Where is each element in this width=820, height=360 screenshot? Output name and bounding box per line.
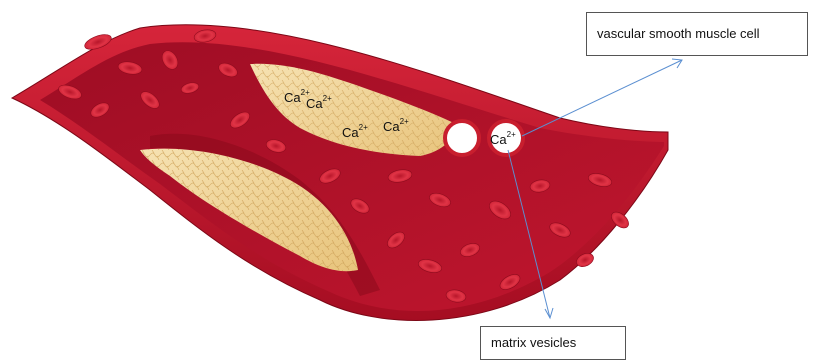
vascular-smooth-muscle-cell-label: vascular smooth muscle cell — [586, 12, 808, 56]
arrow-to-vsmc-label — [522, 59, 682, 136]
ion-symbol: Ca — [383, 119, 400, 134]
matrix-vesicles-label-text: matrix vesicles — [491, 335, 576, 351]
vsmc-label-text: vascular smooth muscle cell — [597, 26, 760, 42]
matrix-vesicles-label: matrix vesicles — [480, 326, 626, 360]
ion-symbol: Ca — [306, 96, 323, 111]
ion-symbol: Ca — [342, 125, 359, 140]
matrix-vesicle-empty — [445, 121, 479, 155]
ion-charge: 2+ — [400, 117, 409, 126]
ion-symbol: Ca — [284, 90, 301, 105]
ion-charge: 2+ — [359, 123, 368, 132]
ion-charge: 2+ — [323, 94, 332, 103]
ion-charge: 2+ — [507, 130, 516, 139]
ion-symbol: Ca — [490, 132, 507, 147]
